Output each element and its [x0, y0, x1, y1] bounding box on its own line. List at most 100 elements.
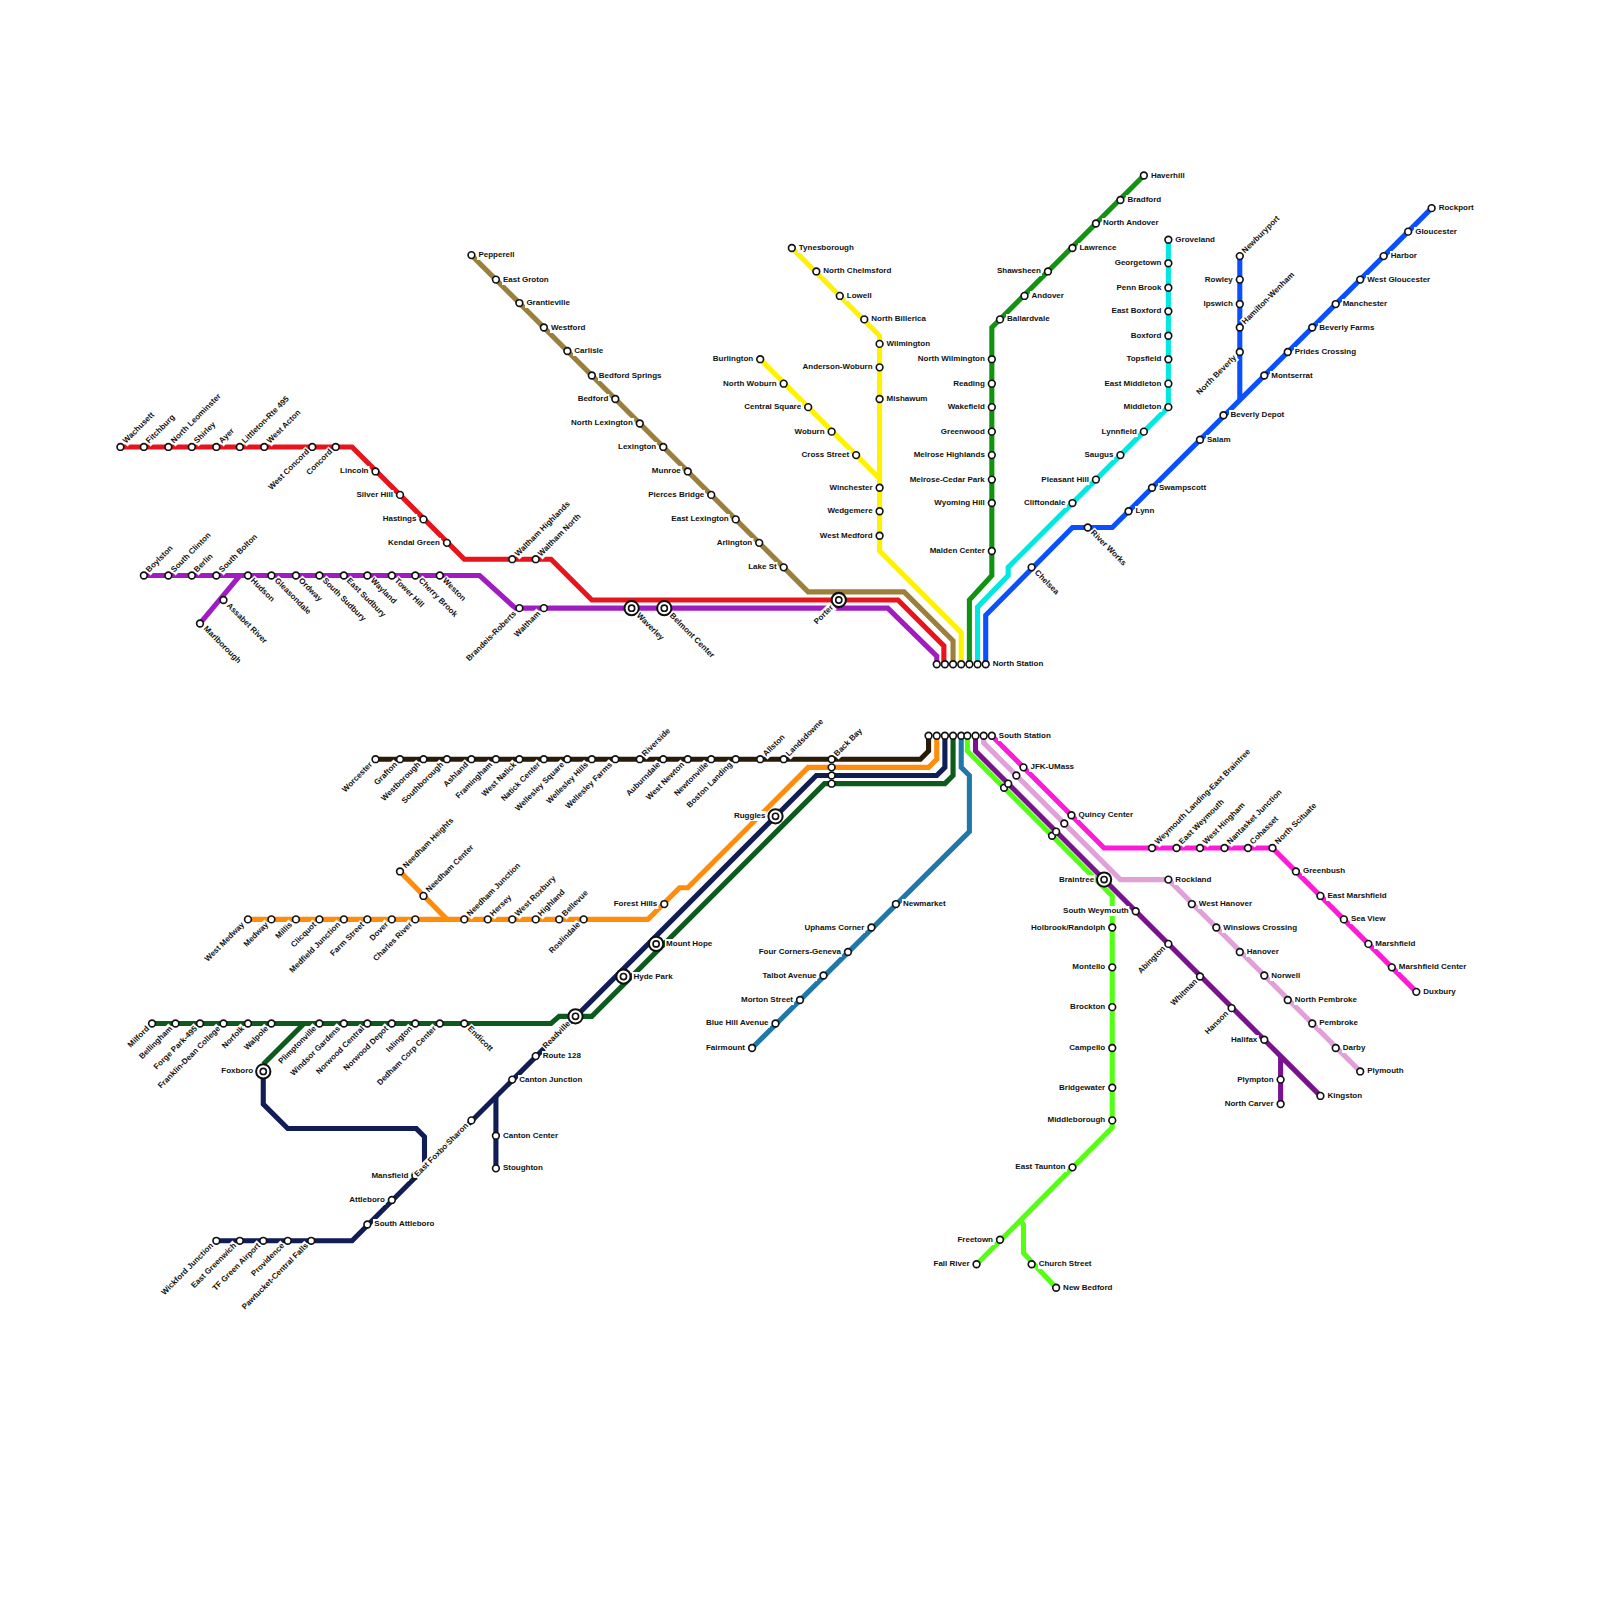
station-label: Stoughton — [502, 1163, 544, 1173]
station-label: Groveland — [1174, 235, 1216, 245]
station-dot — [1165, 332, 1172, 339]
station-dot — [493, 756, 500, 763]
station-label: East Groton — [502, 275, 550, 285]
station-label: Fall River — [933, 1259, 971, 1269]
station-dot — [1117, 452, 1124, 459]
station-label: Beverly Farms — [1318, 323, 1375, 333]
station-dot — [268, 572, 275, 579]
station-dot — [509, 1076, 516, 1083]
interchange-dot — [620, 973, 626, 979]
station-dot — [1284, 349, 1291, 356]
station-label: Cross Street — [801, 450, 851, 460]
station-dot — [988, 380, 995, 387]
station-dot — [245, 1020, 252, 1027]
station-dot — [308, 1237, 315, 1244]
station-dot — [197, 1020, 204, 1027]
station-dot — [1020, 764, 1027, 771]
station-label: West Gloucester — [1366, 275, 1431, 285]
station-label: Wakefield — [947, 402, 986, 412]
station-label: Newmarket — [902, 899, 947, 909]
station-dot — [141, 444, 148, 451]
station-dot — [876, 364, 883, 371]
station-dot — [876, 484, 883, 491]
station-dot — [364, 916, 371, 923]
station-label: Silver Hill — [356, 490, 394, 500]
station-label: Hanover — [1246, 947, 1280, 957]
interchange-ring — [256, 1064, 270, 1078]
station-dot — [933, 732, 940, 739]
station-dot — [1220, 412, 1227, 419]
station-dot — [876, 341, 883, 348]
station-dot — [988, 548, 995, 555]
station-label: Mansfield — [370, 1171, 409, 1181]
station-label: West Medford — [819, 531, 874, 541]
station-dot — [636, 756, 643, 763]
station-dot — [828, 756, 835, 763]
station-label: Gloucester — [1414, 227, 1458, 237]
station-dot — [564, 756, 571, 763]
station-dot — [749, 1045, 756, 1052]
station-label: Kingston — [1326, 1091, 1363, 1101]
station-dot — [861, 316, 868, 323]
station-label: Topsfield — [1125, 354, 1162, 364]
rail-line — [986, 208, 1432, 664]
station-dot — [284, 1237, 291, 1244]
station-dot — [436, 572, 443, 579]
station-dot — [853, 452, 860, 459]
station-dot — [541, 756, 548, 763]
station-dot — [661, 901, 668, 908]
interchange-dot — [629, 605, 635, 611]
station-dot — [1357, 1068, 1364, 1075]
station-dot — [493, 1165, 500, 1172]
station-label: Anderson-Woburn — [802, 362, 874, 372]
station-dot — [412, 1020, 419, 1027]
station-dot — [1117, 197, 1124, 204]
station-label: Walpole — [241, 1023, 271, 1053]
station-label: Munroe — [651, 466, 682, 476]
station-dot — [1109, 964, 1116, 971]
station-dot — [780, 380, 787, 387]
station-dot — [950, 732, 957, 739]
station-dot — [341, 1020, 348, 1027]
station-label: Chelsea — [1032, 567, 1062, 597]
station-dot — [397, 492, 404, 499]
station-dot — [988, 404, 995, 411]
station-label: South Station — [998, 731, 1052, 741]
interchange-ring — [832, 593, 846, 607]
station-dot — [933, 661, 940, 668]
station-dot — [172, 1020, 179, 1027]
station-label: Riverside — [640, 725, 674, 759]
station-label: Cliftondale — [1023, 498, 1066, 508]
station-label: Hyde Park — [632, 972, 673, 982]
station-label: Lynnfield — [1101, 427, 1138, 437]
station-label: Hanson — [1202, 1008, 1231, 1037]
station-dot — [1428, 205, 1435, 212]
station-dot — [372, 756, 379, 763]
interchange-dot — [836, 597, 842, 603]
station-label: Hastings — [382, 514, 418, 524]
rail-line — [152, 736, 953, 1024]
interchange-ring — [616, 969, 630, 983]
station-dot — [1125, 508, 1132, 515]
station-label: Ballardvale — [1006, 314, 1051, 324]
station-label: Middleton — [1123, 402, 1163, 412]
station-dot — [1013, 772, 1020, 779]
station-dot — [1245, 845, 1252, 852]
station-dot — [516, 300, 523, 307]
station-dot — [966, 661, 973, 668]
station-dot — [1284, 997, 1291, 1004]
station-dot — [309, 444, 316, 451]
station-dot — [420, 516, 427, 523]
rail-line — [493, 1096, 498, 1168]
station-label: Darby — [1342, 1043, 1367, 1053]
station-dot — [964, 732, 971, 739]
station-label: Talbot Avenue — [762, 971, 818, 981]
station-dot — [1277, 1076, 1284, 1083]
station-dot — [780, 756, 787, 763]
station-label: Marshfield Center — [1398, 962, 1468, 972]
station-dot — [532, 556, 539, 563]
station-dot — [165, 572, 172, 579]
